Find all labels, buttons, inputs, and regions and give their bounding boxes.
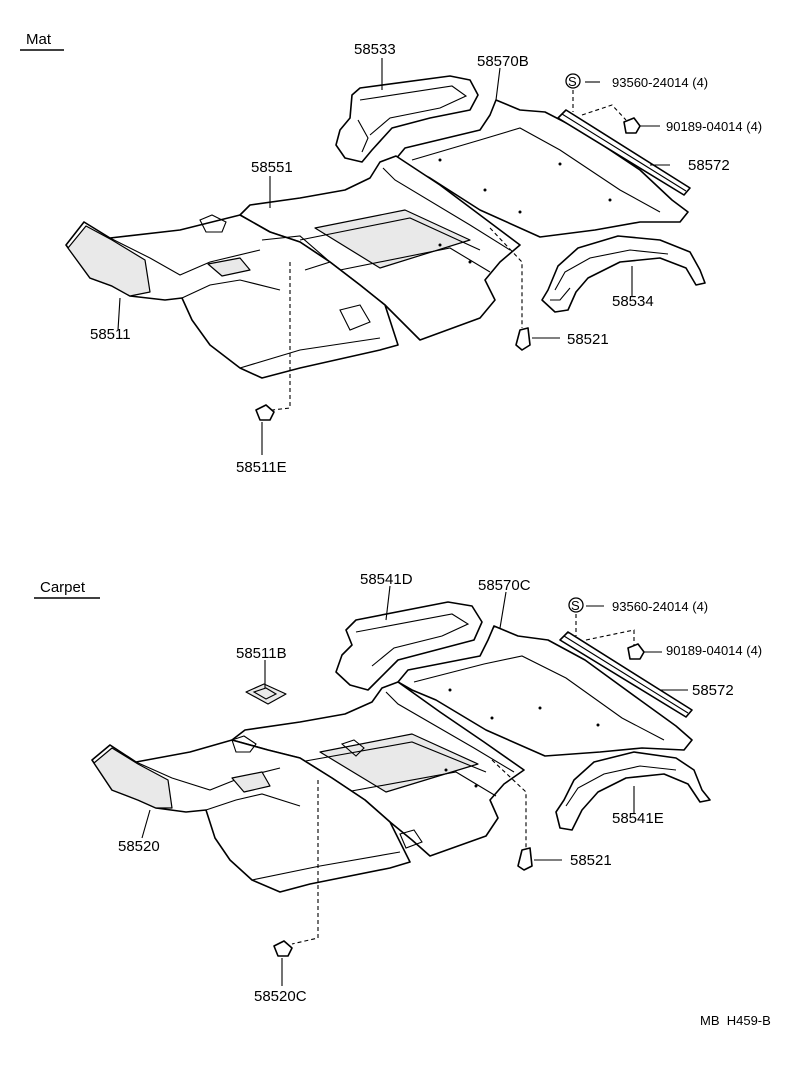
nut-icon: [623, 117, 641, 134]
diagram-code: MB H459-B: [700, 1013, 771, 1028]
carpet-section: Carpet: [34, 571, 762, 1005]
carpet-center-part: [231, 681, 525, 857]
label-58521: 58521: [567, 331, 609, 348]
label-58551: 58551: [251, 159, 293, 176]
mat-hardware: S: [255, 73, 641, 421]
screw-icon: [568, 597, 584, 613]
label-58511B: 58511B: [236, 645, 287, 662]
mat-leaders: [117, 58, 670, 455]
clip-icon: [255, 404, 275, 421]
screw-icon: [565, 73, 581, 89]
label-58534: 58534: [612, 293, 654, 310]
label-58541D: 58541D: [360, 571, 413, 588]
svg-text:S: S: [571, 598, 580, 613]
fastener-icon: [517, 847, 533, 871]
carpet-section-title: Carpet: [40, 579, 86, 596]
svg-text:S: S: [568, 74, 577, 89]
label-screw: 93560-24014 (4): [612, 75, 708, 90]
label-58511E: 58511E: [236, 459, 287, 476]
mat-section: Mat: [20, 31, 762, 476]
label-nut: 90189-04014 (4): [666, 119, 762, 134]
label-58570C: 58570C: [478, 577, 531, 594]
label-retainer: 58572: [692, 682, 734, 699]
label-58511: 58511: [90, 326, 131, 343]
carpet-pad-part: [245, 683, 287, 705]
mat-front-part: [65, 214, 399, 379]
label-58533: 58533: [354, 41, 396, 58]
mat-section-title: Mat: [26, 31, 52, 48]
label-58520: 58520: [118, 838, 160, 855]
label-retainer: 58572: [688, 157, 730, 174]
carpet-hardware: S: [273, 597, 645, 957]
mat-center-part: [239, 155, 522, 341]
label-screw: 93560-24014 (4): [612, 599, 708, 614]
carpet-wheelhouse-part: [555, 751, 711, 831]
clip-icon: [273, 940, 293, 957]
nut-icon: [627, 643, 645, 660]
label-58520C: 58520C: [254, 988, 307, 1005]
fastener-icon: [515, 327, 531, 351]
carpet-retainer-part: [559, 631, 693, 718]
mat-retainer-part: [557, 109, 691, 196]
label-58541E: 58541E: [612, 810, 664, 827]
carpet-front-part: [91, 735, 423, 893]
carpet-leaders: [141, 585, 688, 986]
mat-console-part: [335, 75, 479, 163]
label-58570B: 58570B: [477, 53, 529, 70]
mat-wheelhouse-part: [541, 235, 706, 313]
label-58521: 58521: [570, 852, 612, 869]
label-nut: 90189-04014 (4): [666, 643, 762, 658]
carpet-console-part: [335, 601, 483, 691]
